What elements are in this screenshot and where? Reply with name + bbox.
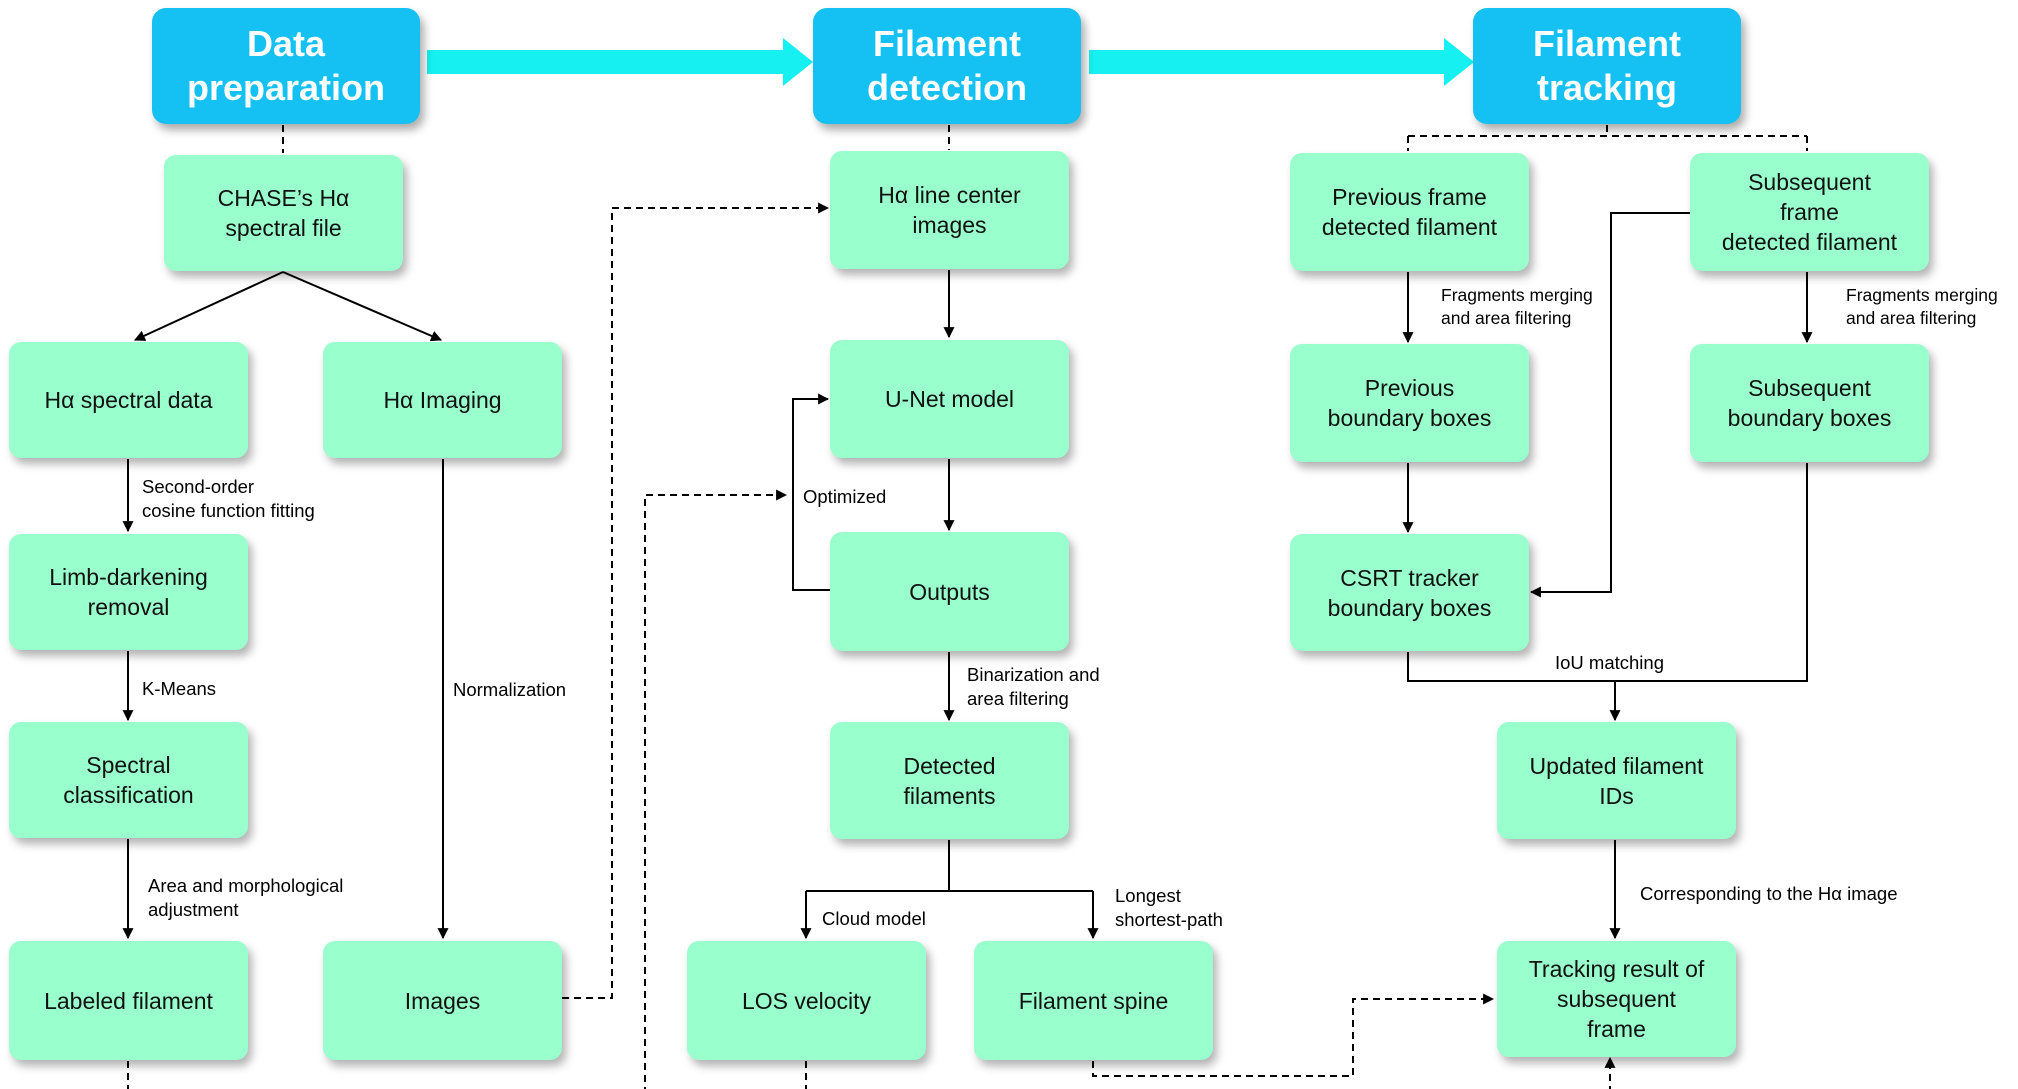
- label-cloud-model: Cloud model: [822, 908, 926, 929]
- node-outputs: Outputs: [830, 532, 1069, 651]
- edge-images-to-line-center: [562, 202, 830, 999]
- edge-subsequent-to-csrt: [1529, 212, 1690, 598]
- label-cosine-fitting: Second-order cosine function fitting: [142, 476, 315, 521]
- node-imaging: Hα Imaging: [323, 342, 562, 458]
- label-fragments-merging-right: Fragments merging and area filtering: [1846, 285, 1998, 328]
- edge-chase-to-spectral: [134, 271, 284, 341]
- node-detected-filaments: Detected filaments: [830, 722, 1069, 839]
- label-corresponding: Corresponding to the Hα image: [1640, 883, 1898, 904]
- label-binarization: Binarization and area filtering: [967, 664, 1100, 709]
- node-unet-model: U-Net model: [830, 340, 1069, 458]
- header-filament-tracking: Filament tracking: [1473, 8, 1741, 124]
- node-subsequent-frame-detected: Subsequent frame detected filament: [1690, 153, 1929, 271]
- label-area-morphological: Area and morphological adjustment: [148, 875, 344, 920]
- node-labeled-filament: Labeled filament: [9, 941, 248, 1060]
- node-updated-filament-ids: Updated filament IDs: [1497, 722, 1736, 839]
- node-spectral-data: Hα spectral data: [9, 342, 248, 458]
- header-filament-detection: Filament detection: [813, 8, 1081, 124]
- node-images: Images: [323, 941, 562, 1060]
- node-filament-spine: Filament spine: [974, 941, 1213, 1060]
- node-limb-darkening-removal: Limb-darkening removal: [9, 534, 248, 650]
- node-los-velocity: LOS velocity: [687, 941, 926, 1060]
- node-line-center-images: Hα line center images: [830, 151, 1069, 269]
- label-longest-shortest-path: Longest shortest-path: [1115, 885, 1223, 930]
- flow-arrow-prep-to-detection: [427, 38, 813, 86]
- edge-tracking-split: [1407, 125, 1808, 151]
- edge-detected-split: [806, 840, 1093, 892]
- edge-los-to-result: [805, 1056, 1616, 1089]
- label-optimized: Optimized: [803, 486, 887, 507]
- label-kmeans: K-Means: [142, 678, 217, 699]
- node-csrt-tracker: CSRT tracker boundary boxes: [1290, 534, 1529, 651]
- header-data-preparation: Data preparation: [152, 8, 420, 124]
- label-iou-matching: IoU matching: [1555, 652, 1664, 673]
- label-normalization: Normalization: [453, 679, 567, 700]
- edge-spine-to-result: [1092, 993, 1495, 1077]
- label-fragments-merging-left: Fragments merging and area filtering: [1441, 285, 1593, 328]
- node-subsequent-boundary-boxes: Subsequent boundary boxes: [1690, 344, 1929, 462]
- node-spectral-classification: Spectral classification: [9, 722, 248, 838]
- node-previous-frame-detected: Previous frame detected filament: [1290, 153, 1529, 271]
- node-tracking-result: Tracking result of subsequent frame: [1497, 941, 1736, 1057]
- edge-csrt-to-updated: [1407, 463, 1808, 720]
- node-previous-boundary-boxes: Previous boundary boxes: [1290, 344, 1529, 462]
- flow-arrow-detection-to-tracking: [1089, 38, 1474, 86]
- node-chase-spectral-file: CHASE’s Hα spectral file: [164, 155, 403, 271]
- edge-chase-to-imaging: [282, 271, 443, 342]
- edge-outputs-loop-to-unet: [792, 393, 830, 591]
